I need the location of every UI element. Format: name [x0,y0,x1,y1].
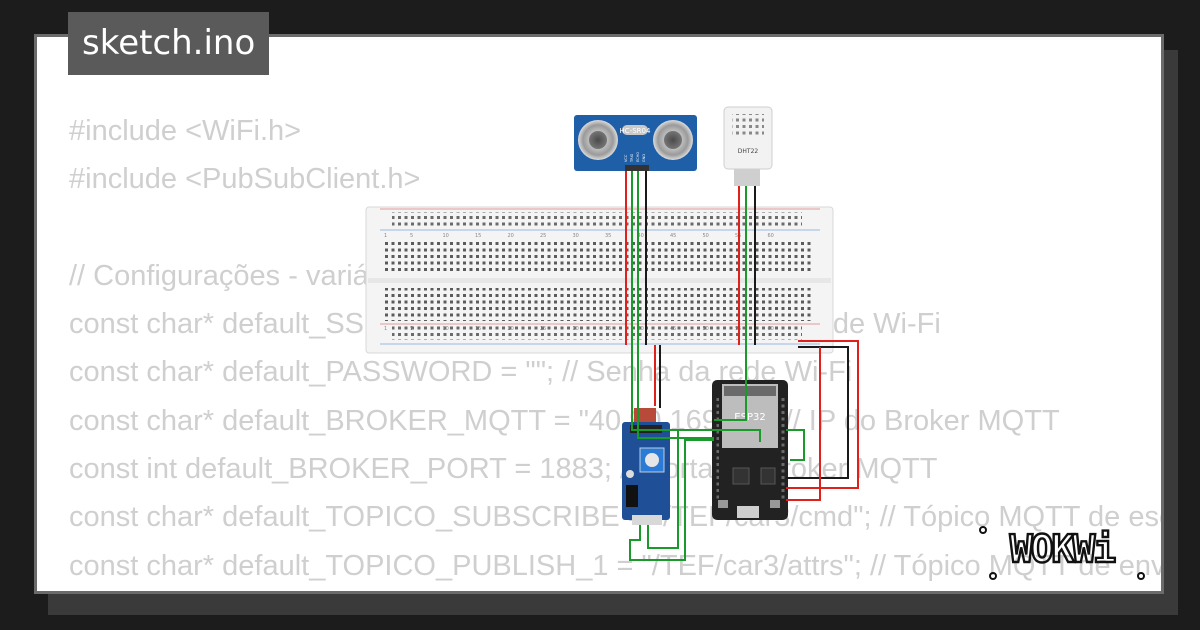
column-number: 45 [670,233,676,239]
column-number: 15 [475,326,481,332]
ultrasonic-label: HC-SR04 [620,127,651,135]
esp32-usb-port [737,506,759,518]
power-rail-top [392,212,802,226]
esp32-pins-right [781,396,786,500]
sensor-module-hole [626,470,634,478]
wires [625,171,859,561]
wire-esp32-vin [786,347,821,501]
ultrasonic-pin-label: GND [642,154,646,162]
code-line: const char* default_TOPICO_PUBLISH_1 = "… [69,549,1164,582]
power-rail-bottom [392,326,802,340]
esp32-button-right[interactable] [770,500,780,508]
column-number: 5 [410,326,413,332]
esp32-antenna [724,386,776,396]
wire-module-signal [629,439,714,561]
column-number: 10 [443,326,449,332]
code-line: #include <PubSubClient.h> [69,163,421,196]
file-tab-label: sketch.ino [82,23,256,63]
column-number: 30 [573,233,579,239]
wire-ultrasonic-trig [631,171,761,442]
column-number: 20 [508,326,514,332]
column-number: 15 [475,233,481,239]
potentiometer-knob [645,453,659,467]
column-number: 25 [540,326,546,332]
ultrasonic-mesh-left [589,131,607,149]
wire-module-signal-2 [647,430,679,549]
ultrasonic-crystal [622,125,648,135]
column-number: 20 [508,233,514,239]
dht22-grille [732,114,764,138]
column-number: 50 [703,233,709,239]
column-number: 1 [384,233,387,239]
wokwi-logo-text: WOKWi [1010,527,1116,571]
terminal-strip-bottom [382,288,812,321]
wokwi-logo: WOKWi [979,526,1145,580]
esp32-board[interactable]: ESP32 [712,380,788,520]
ultrasonic-pin-label: TRIG [630,153,634,163]
ultrasonic-pin-label: ECHO [636,152,640,162]
column-number: 5 [410,233,413,239]
ultrasonic-header [625,165,649,171]
sensor-module-chip [626,485,638,507]
dht22-label: DHT22 [738,148,759,155]
esp32-button-left[interactable] [718,500,728,508]
sensor-module-header-bottom [632,515,662,525]
code-editor: #include <WiFi.h> #include <PubSubClient.… [69,107,1164,591]
column-number: 1 [384,326,387,332]
center-channel [368,278,831,283]
column-number: 50 [703,326,709,332]
esp32-regulator [760,467,776,485]
esp32-chip [732,467,750,485]
sensor-module-led [634,408,656,422]
esp32-label: ESP32 [734,412,765,423]
sensor-module[interactable] [622,408,670,525]
ultrasonic-pin-label: VCC [624,154,628,162]
column-number: 40 [638,326,644,332]
wire-dht-data [714,186,747,421]
column-number: 35 [605,326,611,332]
file-tab[interactable]: sketch.ino [68,12,270,75]
terminal-strip-top [382,240,812,273]
column-number: 10 [443,233,449,239]
column-number: 30 [573,326,579,332]
wire-rail-vcc-esp32 [786,340,859,489]
wire-ultrasonic-echo [637,171,714,439]
column-number: 60 [768,233,774,239]
dht22-sensor[interactable]: DHT22 [723,106,773,186]
column-number: 35 [605,233,611,239]
column-number: 25 [540,233,546,239]
wire-esp32-loop [786,429,805,461]
column-number: 40 [638,233,644,239]
esp32-pins-left [714,396,719,500]
code-line: const char* default_PASSWORD = ""; // Se… [69,356,853,389]
ultrasonic-mesh-right [664,131,682,149]
dht22-pins [734,169,760,186]
column-number: 45 [670,326,676,332]
code-line: #include <WiFi.h> [69,115,302,147]
column-number: 60 [768,326,774,332]
wire-rail-gnd-esp32 [786,346,849,479]
code-line: const char* default_TOPICO_SUBSCRIBE = "… [69,501,1164,534]
